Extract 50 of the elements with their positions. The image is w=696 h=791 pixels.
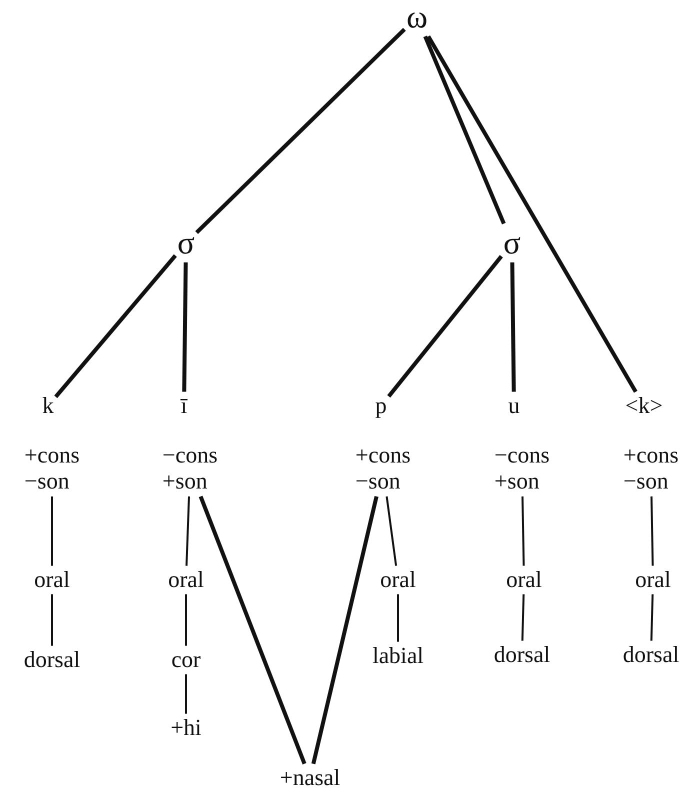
feature-label: −son [355, 469, 400, 496]
feature-label: cor [171, 646, 201, 674]
feature-label: +son [162, 469, 208, 496]
feature-label: −son [623, 469, 668, 496]
feature-label: +hi [170, 714, 202, 742]
tree-branch-line [185, 594, 187, 646]
feature-label: p [375, 392, 387, 420]
tree-branch-line [650, 496, 654, 566]
feature-label: −cons [494, 442, 550, 469]
feature-label: ī [180, 392, 188, 420]
feature-label: labial [372, 642, 424, 670]
tree-branch-line [311, 496, 378, 764]
feature-label: <k> [625, 392, 663, 420]
tree-branch-line [423, 36, 506, 224]
tree-branch-line [54, 254, 177, 398]
feature-label: oral [506, 566, 542, 594]
feature-label: u [508, 392, 520, 420]
prosodic-symbol: σ [503, 224, 521, 262]
tree-branch-line [195, 28, 406, 234]
feature-label: dorsal [494, 642, 550, 668]
feature-label: oral [380, 566, 416, 594]
feature-label: oral [34, 566, 70, 594]
tree-branch-line [386, 496, 398, 566]
tree-branch-line [510, 262, 516, 392]
prosodic-symbol: σ [177, 224, 195, 262]
tree-branch-line [51, 594, 53, 646]
feature-label: −son [24, 469, 70, 496]
tree-branch-line [650, 594, 654, 641]
feature-label: −cons [162, 442, 218, 469]
feature-label: oral [168, 566, 204, 594]
tree-branch-line [185, 674, 187, 714]
tree-branch-line [397, 594, 399, 642]
tree-branch-line [51, 496, 53, 566]
feature-label: dorsal [622, 642, 680, 668]
feature-label: +nasal [280, 764, 340, 791]
feature-label: dorsal [24, 646, 80, 674]
tree-branch-line [522, 496, 525, 566]
feature-label: k [42, 392, 54, 420]
feature-label: +cons [24, 442, 80, 469]
tree-branch-line [182, 262, 188, 392]
tree-branch-line [426, 35, 638, 393]
feature-label: +son [494, 469, 540, 496]
tree-branch-line [387, 254, 503, 398]
prosodic-symbol: ω [406, 0, 428, 36]
tree-branch-line [198, 496, 306, 764]
feature-label: oral [635, 566, 671, 594]
tree-branch-line [521, 594, 525, 641]
tree-branch-line [186, 496, 190, 566]
feature-label: +cons [355, 442, 411, 469]
feature-label: +cons [623, 442, 679, 469]
